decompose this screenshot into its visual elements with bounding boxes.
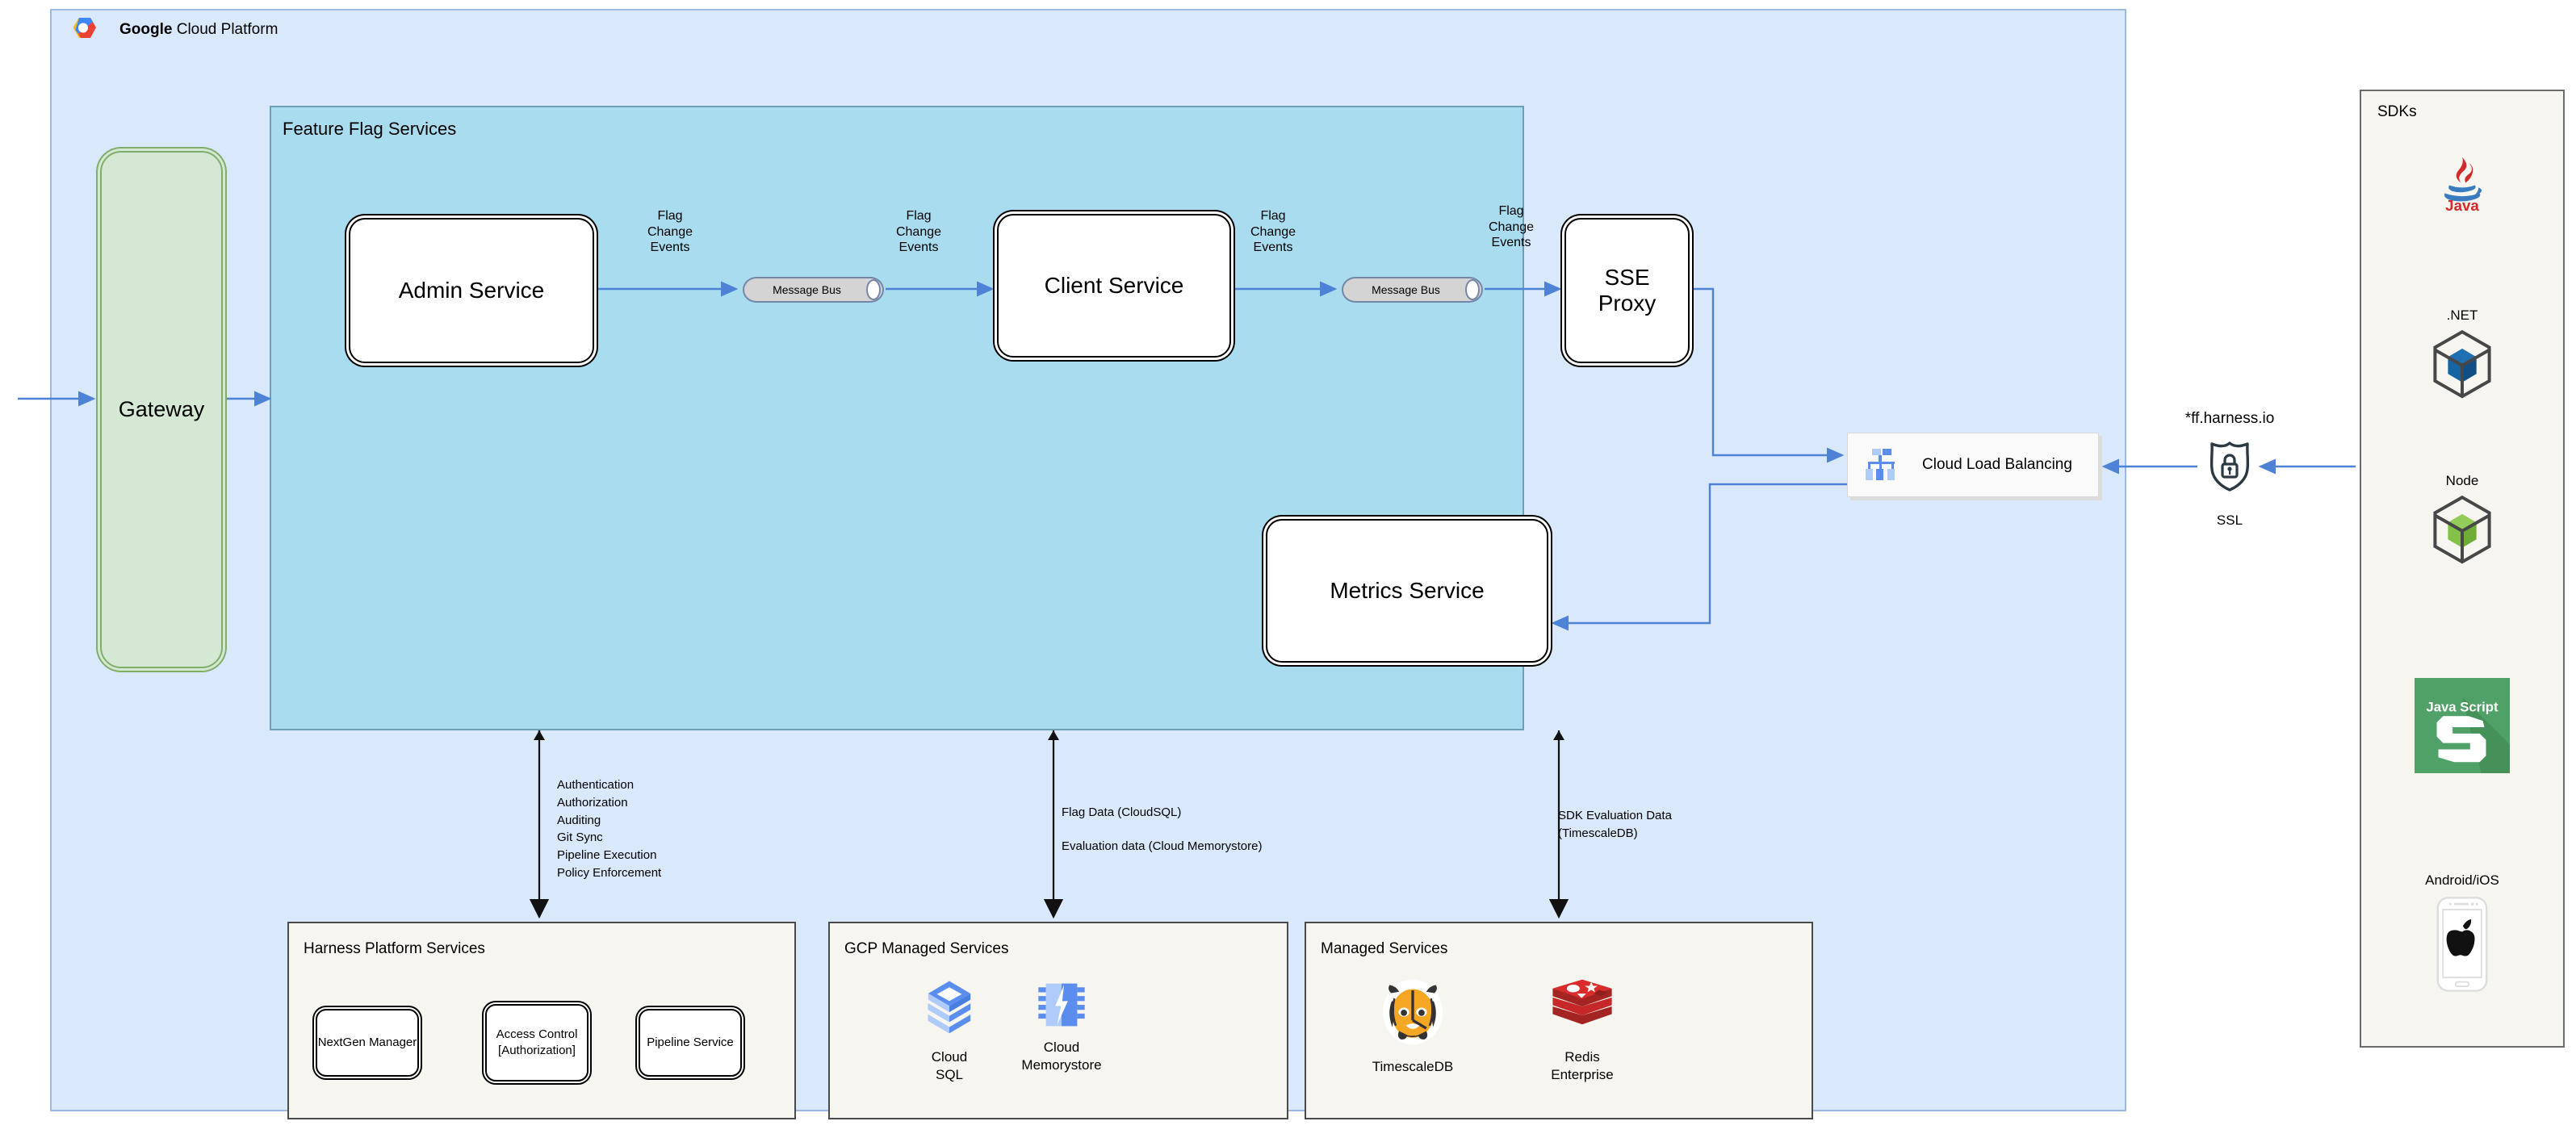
javascript-wordmark: Java Script [2426, 699, 2499, 714]
timescaledb-item[interactable]: TimescaleDB [1356, 978, 1469, 1076]
harness-platform-services-title: Harness Platform Services [304, 940, 485, 957]
gcp-title-bold: Google [119, 21, 173, 38]
node-cube-icon [2433, 495, 2491, 564]
gcp-title-rest: Cloud Platform [172, 21, 279, 38]
cloud-memorystore-icon [1038, 983, 1085, 1027]
message-bus-node[interactable]: Message Bus [1342, 277, 1483, 303]
access-control-node[interactable]: Access Control [Authorization] [485, 1004, 589, 1082]
ssl-domain-label: *ff.harness.io [2184, 410, 2275, 427]
redis-enterprise-label: Redis Enterprise [1551, 1049, 1614, 1082]
admin-service-label: Admin Service [398, 277, 545, 303]
edge-label-flag-change-events: Flag Change Events [895, 209, 942, 255]
sdk-mobile-item[interactable]: Android/iOS [2410, 872, 2515, 997]
annotation-evaluation-data: Evaluation data (Cloud Memorystore) [1062, 839, 1263, 853]
sdk-java-item[interactable]: Java [2410, 153, 2515, 219]
sdks-title: SDKs [2377, 103, 2417, 120]
timescaledb-label: TimescaleDB [1372, 1059, 1454, 1074]
annotation-sdk-evaluation-data: SDK Evaluation Data (TimescaleDB) [1558, 809, 1672, 840]
sdk-node-item[interactable]: Node [2410, 472, 2515, 570]
managed-services-title: Managed Services [1321, 940, 1448, 957]
gcp-managed-services-title: GCP Managed Services [844, 940, 1009, 957]
dotnet-label: .NET [2446, 308, 2478, 323]
cloud-load-balancing-label: Cloud Load Balancing [1922, 456, 2072, 473]
dotnet-cube-icon [2433, 329, 2491, 399]
client-service-label: Client Service [1044, 272, 1184, 298]
feature-flag-services-title: Feature Flag Services [283, 119, 457, 139]
edge-label-flag-change-events: Flag Change Events [647, 209, 693, 255]
message-bus-label: Message Bus [773, 283, 841, 296]
sdk-javascript-item[interactable]: Java Script [2414, 678, 2511, 777]
client-service-node[interactable]: Client Service [997, 214, 1231, 358]
gcp-title: Google Cloud Platform [119, 21, 278, 39]
redis-enterprise-item[interactable]: Redis Enterprise [1526, 978, 1639, 1084]
cloud-memorystore-label: Cloud Memorystore [1021, 1040, 1102, 1073]
nextgen-manager-label: NextGen Manager [317, 1035, 417, 1049]
sdk-dotnet-item[interactable]: .NET [2410, 307, 2515, 404]
cloud-memorystore-item[interactable]: Cloud Memorystore [1005, 980, 1118, 1074]
node-label: Node [2445, 473, 2479, 488]
timescaledb-tiger-icon [1383, 979, 1443, 1045]
cylinder-cap-icon [866, 279, 881, 300]
edge-label-flag-change-events: Flag Change Events [1488, 204, 1535, 250]
cloud-sql-item[interactable]: Cloud SQL [901, 980, 998, 1084]
pipeline-service-node[interactable]: Pipeline Service [639, 1009, 742, 1077]
mobile-label: Android/iOS [2425, 872, 2499, 888]
cloud-load-balancing-node[interactable]: Cloud Load Balancing [1847, 433, 2099, 497]
cloud-sql-icon [928, 981, 971, 1034]
redis-icon [1552, 979, 1612, 1025]
shield-lock-icon [2209, 441, 2250, 492]
gateway-node[interactable]: Gateway [100, 151, 223, 668]
cloud-sql-label: Cloud SQL [931, 1049, 968, 1082]
javascript-tile-icon: Java Script [2415, 678, 2510, 773]
edge-label-flag-change-events: Flag Change Events [1250, 209, 1296, 255]
phone-apple-icon [2436, 897, 2488, 992]
java-logo-icon: Java [2444, 157, 2482, 214]
message-bus-node[interactable]: Message Bus [743, 277, 884, 303]
gateway-label: Gateway [118, 397, 205, 421]
metrics-service-label: Metrics Service [1330, 577, 1485, 603]
metrics-service-node[interactable]: Metrics Service [1266, 519, 1548, 663]
sse-proxy-label: SSE Proxy [1598, 264, 1657, 316]
access-control-label: Access Control [Authorization] [496, 1027, 578, 1057]
cylinder-cap-icon [1465, 279, 1480, 300]
sse-proxy-node[interactable]: SSE Proxy [1564, 218, 1690, 363]
message-bus-label: Message Bus [1372, 283, 1440, 296]
ssl-label: SSL [2216, 513, 2243, 528]
annotation-harness-capabilities: Authentication Authorization Auditing Gi… [557, 778, 662, 880]
sdks-panel [2360, 90, 2565, 1048]
java-wordmark: Java [2445, 197, 2479, 214]
cloud-load-balancing-icon [1866, 449, 1895, 480]
nextgen-manager-node[interactable]: NextGen Manager [316, 1009, 419, 1077]
annotation-flag-data: Flag Data (CloudSQL) [1062, 805, 1182, 819]
pipeline-service-label: Pipeline Service [647, 1035, 734, 1049]
admin-service-node[interactable]: Admin Service [349, 218, 594, 363]
